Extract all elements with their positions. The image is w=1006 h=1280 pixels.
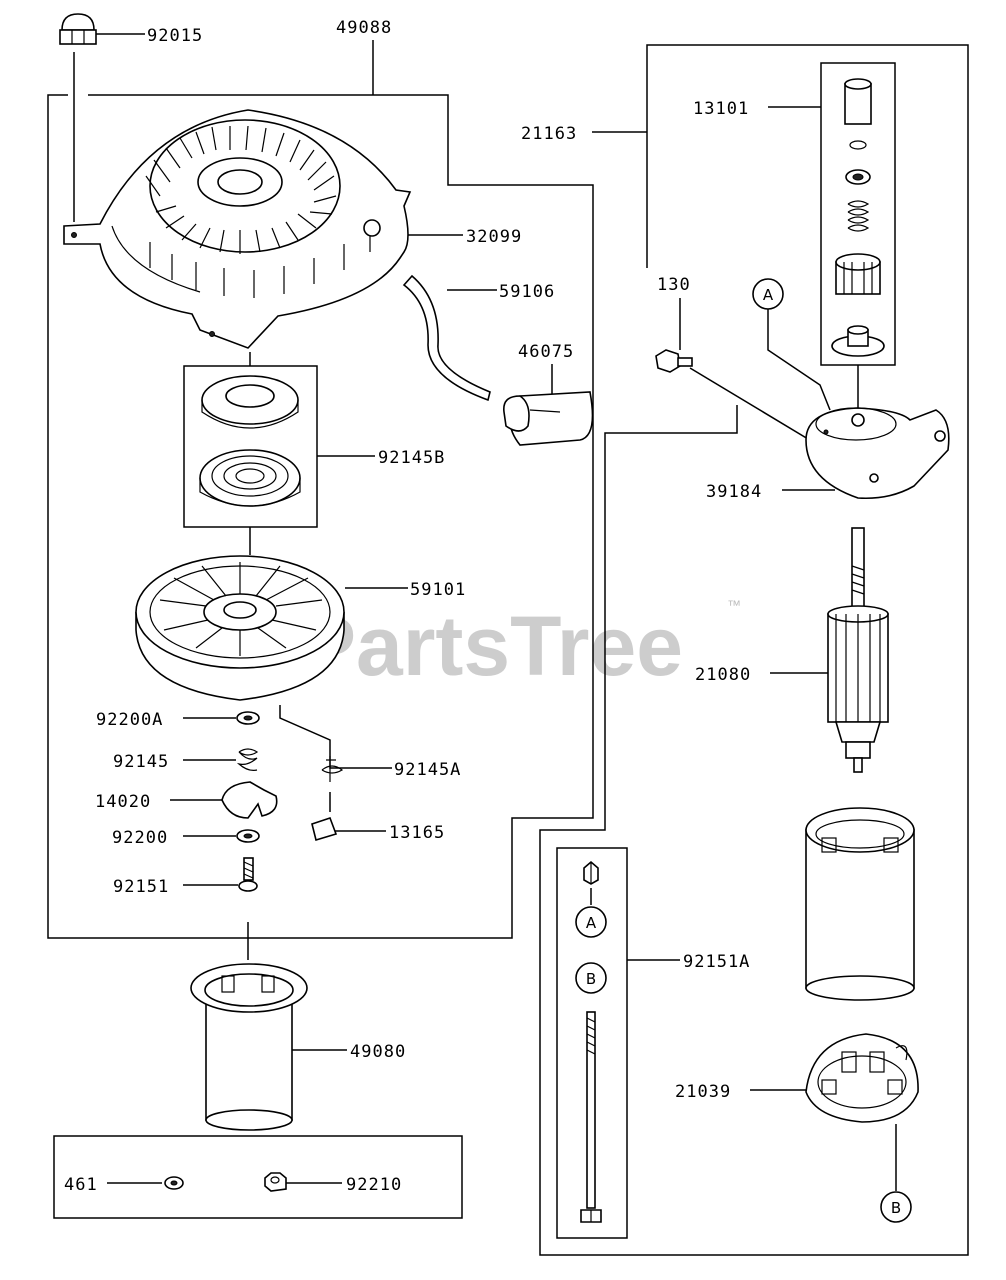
label-92151A[interactable]: 92151A <box>683 952 750 972</box>
ratchet-icon <box>221 781 278 819</box>
label-49088[interactable]: 49088 <box>336 18 392 38</box>
svg-text:A: A <box>763 286 774 304</box>
starter-rope-icon <box>402 274 491 402</box>
callout-a-bracket[interactable]: A <box>752 278 784 310</box>
lock-washer-icon <box>164 1176 184 1190</box>
yoke-housing-icon <box>805 807 915 1001</box>
end-bracket-icon <box>805 407 950 500</box>
through-bolt-kit-box <box>556 847 628 1239</box>
trademark-symbol: ™ <box>727 597 741 613</box>
recoil-spring-icon <box>199 375 301 507</box>
through-bolt-icon <box>580 1011 602 1223</box>
label-92210[interactable]: 92210 <box>346 1175 402 1195</box>
svg-text:B: B <box>891 1199 901 1217</box>
starter-housing-icon <box>63 109 412 349</box>
label-92145[interactable]: 92145 <box>113 752 169 772</box>
callout-a-kit[interactable]: A <box>575 906 607 938</box>
starter-motor-group-outline <box>539 44 969 1256</box>
callout-b-kit[interactable]: B <box>575 962 607 994</box>
label-13165[interactable]: 13165 <box>389 823 445 843</box>
label-130[interactable]: 130 <box>657 275 691 295</box>
label-49080[interactable]: 49080 <box>350 1042 406 1062</box>
label-92015[interactable]: 92015 <box>147 26 203 46</box>
watermark-text: PartsTree <box>300 599 683 693</box>
cap-nut-icon <box>59 13 97 45</box>
washer-small-icon <box>236 829 260 843</box>
label-92151[interactable]: 92151 <box>113 877 169 897</box>
bolt-icon <box>655 349 693 373</box>
recoil-starter-group-outline <box>47 94 594 939</box>
svg-text:A: A <box>586 914 597 932</box>
label-92200[interactable]: 92200 <box>112 828 168 848</box>
small-spring-icon <box>321 756 344 782</box>
leader-130-bracket <box>689 367 819 446</box>
friction-plate-icon <box>311 816 338 842</box>
washer-icon <box>236 711 260 725</box>
label-59101[interactable]: 59101 <box>410 580 466 600</box>
brush-holder-icon <box>805 1033 919 1123</box>
starter-cup-icon <box>190 963 308 1131</box>
starter-handle-icon <box>503 391 594 446</box>
label-39184[interactable]: 39184 <box>706 482 762 502</box>
spring-icon <box>236 748 259 771</box>
label-46075[interactable]: 46075 <box>518 342 574 362</box>
label-59106[interactable]: 59106 <box>499 282 555 302</box>
pinion-kit-icon <box>831 78 885 357</box>
armature-icon <box>827 527 889 773</box>
pulley-icon <box>135 555 345 701</box>
leader-callout-a-bracket <box>767 309 831 411</box>
hardware-kit-box <box>53 1135 463 1219</box>
screw-icon <box>238 857 258 892</box>
label-21080[interactable]: 21080 <box>695 665 751 685</box>
hex-nut-icon <box>264 1172 287 1192</box>
label-92145A[interactable]: 92145A <box>394 760 461 780</box>
label-92200A[interactable]: 92200A <box>96 710 163 730</box>
label-461[interactable]: 461 <box>64 1175 98 1195</box>
label-92145B[interactable]: 92145B <box>378 448 445 468</box>
callout-b-brush[interactable]: B <box>880 1191 912 1223</box>
label-14020[interactable]: 14020 <box>95 792 151 812</box>
label-21163[interactable]: 21163 <box>521 124 577 144</box>
label-21039[interactable]: 21039 <box>675 1082 731 1102</box>
label-32099[interactable]: 32099 <box>466 227 522 247</box>
svg-text:B: B <box>586 970 596 988</box>
leader-92145A <box>279 705 392 769</box>
nut-icon <box>583 860 599 885</box>
label-13101[interactable]: 13101 <box>693 99 749 119</box>
